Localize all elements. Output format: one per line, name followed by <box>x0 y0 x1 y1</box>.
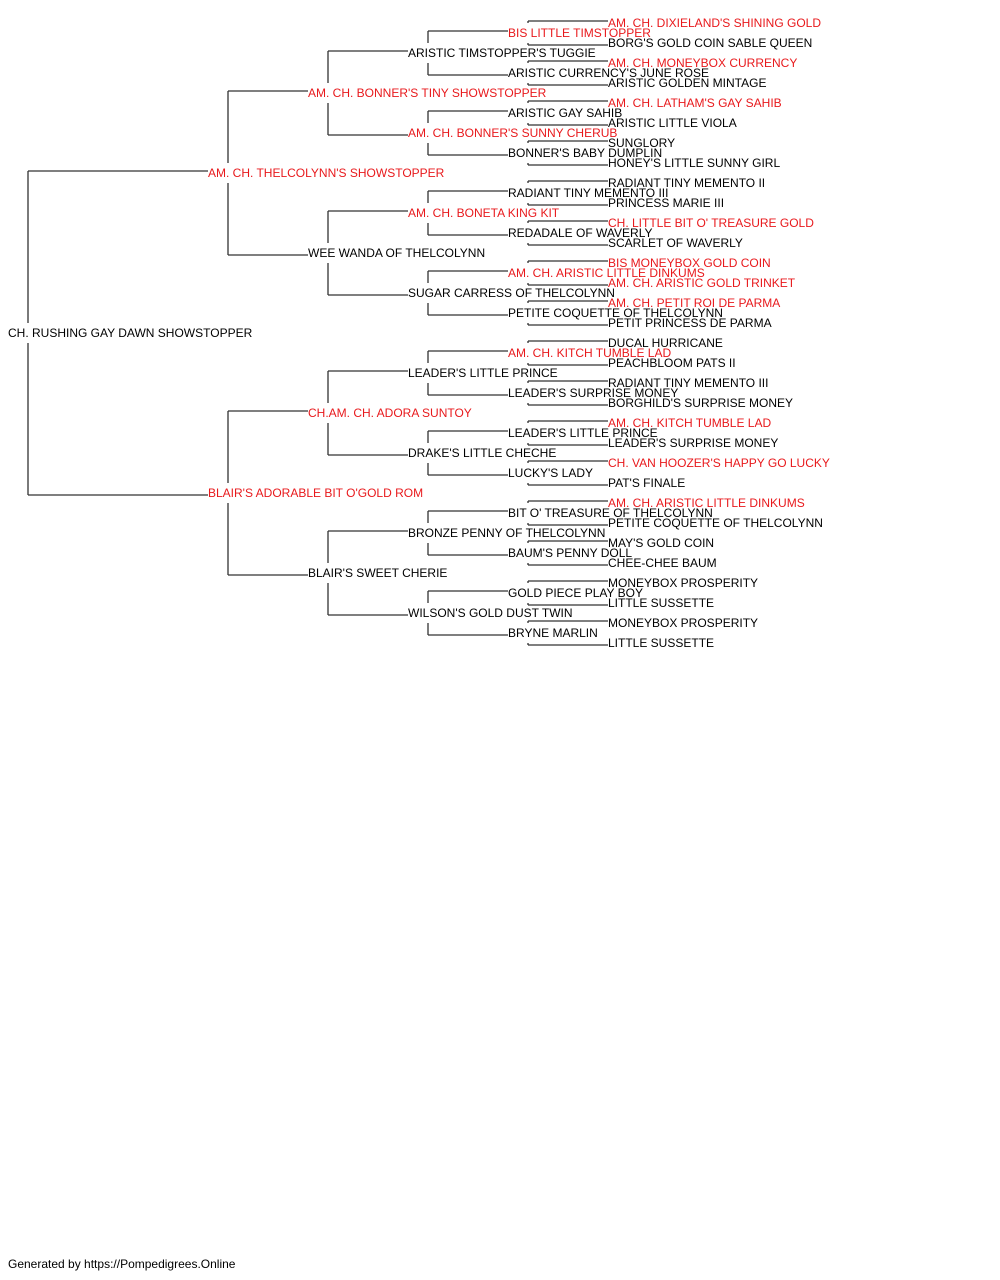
ancestor-name-gen3: AM. CH. BONETA KING KIT <box>408 206 560 220</box>
ancestor-name-gen5: AM. CH. KITCH TUMBLE LAD <box>608 416 771 430</box>
ancestor-name-gen5: RADIANT TINY MEMENTO III <box>608 376 768 390</box>
ancestor-name-gen3: DRAKE'S LITTLE CHECHE <box>408 446 556 460</box>
ancestor-name-gen4: BAUM'S PENNY DOLL <box>508 546 632 560</box>
ancestor-name-gen5: AM. CH. DIXIELAND'S SHINING GOLD <box>608 16 821 30</box>
ancestor-name-gen4: BIT O' TREASURE OF THELCOLYNN <box>508 506 713 520</box>
ancestor-name-gen4: BRYNE MARLIN <box>508 626 598 640</box>
ancestor-name-gen4: ARISTIC GAY SAHIB <box>508 106 622 120</box>
ancestor-name-gen5: DUCAL HURRICANE <box>608 336 723 350</box>
ancestor-name-gen5: PETITE COQUETTE OF THELCOLYNN <box>608 516 823 530</box>
ancestor-name-gen2: AM. CH. BONNER'S TINY SHOWSTOPPER <box>308 86 547 100</box>
ancestor-name-gen5: AM. CH. ARISTIC GOLD TRINKET <box>608 276 796 290</box>
ancestor-name-gen3: ARISTIC TIMSTOPPER'S TUGGIE <box>408 46 596 60</box>
ancestor-name-gen5: AM. CH. LATHAM'S GAY SAHIB <box>608 96 782 110</box>
ancestor-name-gen5: BORGHILD'S SURPRISE MONEY <box>608 396 793 410</box>
ancestor-name-gen5: CHEE-CHEE BAUM <box>608 556 717 570</box>
footer-credit: Generated by https://Pompedigrees.Online <box>8 1257 236 1271</box>
ancestor-name-gen5: AM. CH. ARISTIC LITTLE DINKUMS <box>608 496 805 510</box>
ancestor-name-gen4: AM. CH. ARISTIC LITTLE DINKUMS <box>508 266 705 280</box>
ancestor-name-gen4: RADIANT TINY MEMENTO III <box>508 186 668 200</box>
ancestor-name-gen4: LUCKY'S LADY <box>508 466 593 480</box>
ancestor-name-gen5: PETIT PRINCESS DE PARMA <box>608 316 772 330</box>
ancestor-name-gen5: HONEY'S LITTLE SUNNY GIRL <box>608 156 780 170</box>
ancestor-name-gen5: PEACHBLOOM PATS II <box>608 356 736 370</box>
ancestor-name-gen3: SUGAR CARRESS OF THELCOLYNN <box>408 286 615 300</box>
ancestor-name-gen2: WEE WANDA OF THELCOLYNN <box>308 246 485 260</box>
ancestor-name-gen5: ARISTIC GOLDEN MINTAGE <box>608 76 766 90</box>
ancestor-name-gen5: LEADER'S SURPRISE MONEY <box>608 436 778 450</box>
ancestor-name-gen5: SCARLET OF WAVERLY <box>608 236 743 250</box>
ancestor-name-gen4: REDADALE OF WAVERLY <box>508 226 652 240</box>
ancestor-name-gen3: WILSON'S GOLD DUST TWIN <box>408 606 573 620</box>
ancestor-name-gen3: AM. CH. BONNER'S SUNNY CHERUB <box>408 126 617 140</box>
subject-dog-name: CH. RUSHING GAY DAWN SHOWSTOPPER <box>8 326 253 340</box>
ancestor-name-gen5: ARISTIC LITTLE VIOLA <box>608 116 737 130</box>
ancestor-name-gen5: PRINCESS MARIE III <box>608 196 724 210</box>
ancestor-name-gen5: AM. CH. PETIT ROI DE PARMA <box>608 296 780 310</box>
ancestor-name-gen5: CH. LITTLE BIT O' TREASURE GOLD <box>608 216 814 230</box>
ancestor-name-gen2: BLAIR'S SWEET CHERIE <box>308 566 447 580</box>
ancestor-name-gen1: AM. CH. THELCOLYNN'S SHOWSTOPPER <box>208 166 445 180</box>
ancestor-name-gen4: LEADER'S SURPRISE MONEY <box>508 386 678 400</box>
ancestor-name-gen5: LITTLE SUSSETTE <box>608 596 714 610</box>
ancestor-name-gen5: MAY'S GOLD COIN <box>608 536 714 550</box>
ancestor-name-gen5: AM. CH. MONEYBOX CURRENCY <box>608 56 797 70</box>
ancestor-name-gen2: CH.AM. CH. ADORA SUNTOY <box>308 406 472 420</box>
ancestor-name-gen5: MONEYBOX PROSPERITY <box>608 576 758 590</box>
ancestor-name-gen5: BORG'S GOLD COIN SABLE QUEEN <box>608 36 812 50</box>
ancestor-name-gen3: LEADER'S LITTLE PRINCE <box>408 366 558 380</box>
ancestor-name-gen5: RADIANT TINY MEMENTO II <box>608 176 765 190</box>
ancestor-name-gen5: LITTLE SUSSETTE <box>608 636 714 650</box>
ancestor-name-gen5: MONEYBOX PROSPERITY <box>608 616 758 630</box>
ancestor-name-gen5: BIS MONEYBOX GOLD COIN <box>608 256 771 270</box>
ancestor-name-gen1: BLAIR'S ADORABLE BIT O'GOLD ROM <box>208 486 423 500</box>
ancestor-name-gen5: CH. VAN HOOZER'S HAPPY GO LUCKY <box>608 456 830 470</box>
ancestor-name-gen4: PETITE COQUETTE OF THELCOLYNN <box>508 306 723 320</box>
ancestor-name-gen4: BONNER'S BABY DUMPLIN <box>508 146 662 160</box>
ancestor-name-gen4: ARISTIC CURRENCY'S JUNE ROSE <box>508 66 709 80</box>
ancestor-name-gen4: LEADER'S LITTLE PRINCE <box>508 426 658 440</box>
ancestor-name-gen5: SUNGLORY <box>608 136 675 150</box>
ancestor-name-gen4: AM. CH. KITCH TUMBLE LAD <box>508 346 671 360</box>
ancestor-name-gen4: BIS LITTLE TIMSTOPPER <box>508 26 651 40</box>
ancestor-name-gen5: PAT'S FINALE <box>608 476 685 490</box>
ancestor-name-gen4: GOLD PIECE PLAY BOY <box>508 586 643 600</box>
ancestor-name-gen3: BRONZE PENNY OF THELCOLYNN <box>408 526 605 540</box>
